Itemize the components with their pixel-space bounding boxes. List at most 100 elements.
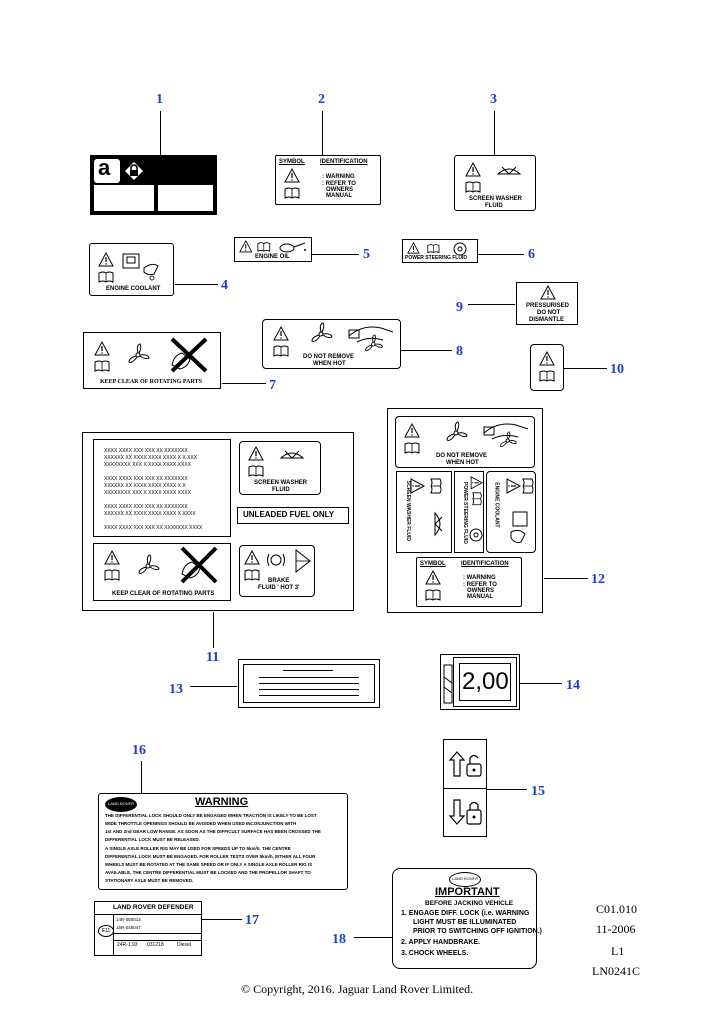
lock-warning-icon (125, 162, 143, 180)
warning-icon (94, 341, 110, 356)
label-17-f1: 24R-1.93 (117, 942, 138, 948)
book-icon (104, 569, 120, 581)
book-icon (425, 589, 441, 601)
label-2-refer: : REFER TO (322, 181, 356, 187)
leader-13 (190, 686, 237, 687)
label-16-line: A SINGLE AXLE ROLLER RIG MAY BE USED FOR… (105, 846, 291, 851)
label-12: DO NOT REMOVE WHEN HOT SCREEN WASHER FLU… (387, 408, 543, 613)
label-12-col-identification: IDENTIFICATION (461, 561, 509, 567)
hand-on-cap-icon (348, 326, 394, 351)
fan-icon (446, 421, 468, 441)
label-18-step1-cont2: PRIOR TO SWITCHING OFF IGNITION.) (413, 928, 542, 935)
label-13 (238, 659, 380, 708)
label-11-xrow: XXXXXX XX XXXX XXXX XXXX X XXXX (104, 511, 196, 517)
label-11-text-panel: XXXX XXXX XXX XXX XX XXXXXXX XXXXXX XX X… (93, 439, 231, 537)
leader-1 (160, 111, 161, 155)
leader-10 (564, 368, 607, 369)
callout-4: 4 (221, 278, 228, 293)
windscreen-wiper-icon (497, 166, 521, 175)
label-11-xrow: XXXX XXXX XXX XXX XX XXXXXXX (104, 504, 188, 510)
callout-14: 14 (566, 678, 580, 693)
label-18-step1-cont: LIGHT MUST BE ILLUMINATED (413, 919, 517, 926)
book-icon (427, 244, 440, 254)
diagram-date: 11-2006 (596, 922, 636, 936)
label-11-brake-line1: BRAKE (268, 578, 290, 584)
book-icon (284, 187, 300, 199)
label-18-step3: 3. CHOCK WHEELS. (401, 950, 469, 957)
label-11-xrow: XXXXXX XX XXXX XXXX XXXX X X XXX (104, 455, 198, 461)
book-icon (522, 478, 534, 494)
leader-16 (141, 761, 142, 793)
label-18-step1: 1. ENGAGE DIFF. LOCK (i.e. WARNING (401, 910, 530, 917)
label-2-col-identification: IDENTIFICATION (320, 159, 368, 165)
callout-8: 8 (456, 344, 463, 359)
label-16-line: THE DIFFERENTIAL LOCK SHOULD ONLY BE ENG… (105, 813, 317, 818)
diagram-level: L1 (611, 944, 625, 958)
label-3-line1: SCREEN WASHER (469, 196, 523, 202)
label-16-line: 1st AND 2nd GEAR LOW RANGE. AS SOON AS T… (105, 829, 321, 834)
steering-wheel-icon (453, 242, 467, 256)
leader-9 (468, 304, 515, 305)
fan-icon (311, 322, 333, 342)
label-12-warning: : WARNING (463, 575, 496, 581)
label-9-line3: DISMANTLE (529, 317, 564, 323)
label-16-line: WHEELS MUST BE ROTATED AT THE SAME SPEED… (105, 862, 313, 867)
leader-14 (520, 683, 562, 684)
label-12-owners: OWNERS (467, 588, 494, 594)
leader-6 (478, 254, 524, 255)
label-12-coolant-panel: ENGINE COOLANT (486, 471, 536, 553)
warning-icon (284, 168, 300, 183)
warning-icon (244, 550, 260, 565)
leader-12 (544, 578, 588, 579)
label-11-xrow: XXXX XXXX XXX XXX XX XXXXXXX (104, 476, 188, 482)
unlock-up-arrow-icon (448, 751, 482, 777)
label-17-e-mark: E11 (98, 925, 114, 937)
callout-16: 16 (132, 743, 146, 758)
label-8-line1: DO NOT REMOVE (303, 354, 355, 360)
label-16: LAND ROVER WARNING THE DIFFERENTIAL LOCK… (98, 793, 348, 890)
label-14-value: 2,00 (462, 668, 509, 695)
label-2-manual: MANUAL (326, 193, 352, 199)
warning-icon (404, 423, 420, 438)
label-5-text: ENGINE OIL (255, 254, 290, 260)
label-12-symbol-panel: SYMBOL IDENTIFICATION : WARNING : REFER … (416, 557, 522, 607)
callout-10: 10 (610, 362, 624, 377)
label-16-line: AVAILABLE, THE CENTRE DIFFERENTIAL MUST … (105, 870, 311, 875)
warning-icon (425, 570, 441, 585)
label-3: SCREEN WASHER FLUID (454, 155, 536, 211)
lock-down-arrow-icon (448, 799, 482, 825)
warning-icon (239, 240, 253, 253)
label-16-line: DIFFERENTIAL LOCK MUST BE ENGAGED. FOR R… (105, 854, 316, 859)
label-4: ENGINE COOLANT (89, 243, 174, 296)
brake-icon (267, 553, 285, 567)
book-icon (539, 370, 555, 382)
warning-icon (540, 285, 556, 300)
label-8: DO NOT REMOVE WHEN HOT (262, 319, 401, 369)
book-icon (465, 181, 481, 193)
warning-icon (539, 351, 555, 366)
leader-11 (213, 612, 214, 648)
book-icon (404, 442, 420, 454)
warning-icon (248, 446, 264, 461)
label-1: a (90, 155, 217, 215)
leader-2 (322, 111, 323, 155)
book-icon (94, 360, 110, 372)
book-icon (248, 465, 264, 477)
book-icon (472, 492, 482, 506)
label-9-line1: PRESSURISED (526, 303, 570, 309)
label-1-letter: a (98, 155, 111, 180)
label-17: LAND ROVER DEFENDER E11 14R-050014 15R-0… (94, 901, 202, 956)
callout-18: 18 (332, 932, 346, 947)
label-18: LAND ROVER IMPORTANT BEFORE JACKING VEHI… (392, 868, 542, 969)
copyright: © Copyright, 2016. Jaguar Land Rover Lim… (241, 982, 474, 996)
brake-fluid-icon (295, 548, 311, 574)
book-icon (430, 478, 442, 494)
label-18-sub: BEFORE JACKING VEHICLE (425, 900, 514, 907)
leader-8 (401, 350, 452, 351)
label-12-dnr-line2: WHEN HOT (446, 460, 479, 466)
diagram-ref: LN0241C (592, 964, 640, 978)
label-9-line2: DO NOT (537, 310, 561, 316)
label-12-coolant-text: ENGINE COOLANT (493, 482, 500, 528)
label-2: SYMBOL IDENTIFICATION : WARNING : REFER … (275, 155, 381, 205)
label-2-col-symbol: SYMBOL (279, 159, 305, 165)
